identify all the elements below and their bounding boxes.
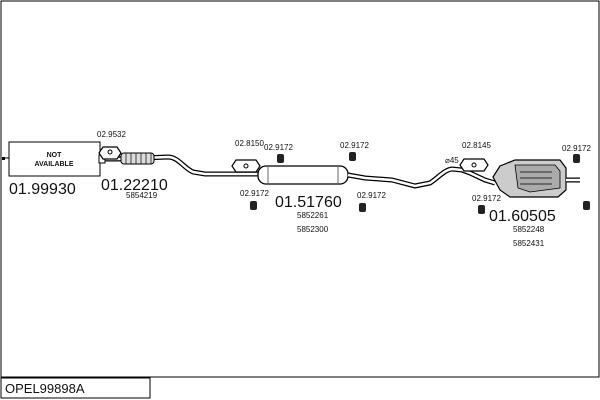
middle-flange-icon: [231, 159, 261, 173]
hanger-middle-c-label: 02.9172: [240, 189, 269, 198]
rubber-hanger-icon: [573, 154, 580, 163]
hanger-rear-b-label: 02.9172: [472, 194, 501, 203]
rear-flange-icon: [459, 158, 489, 172]
hanger-middle-a-label: 02.9172: [264, 143, 293, 152]
middle-silencer: [248, 165, 463, 189]
rear-oe-number-2: 5852431: [513, 239, 545, 248]
diagram-title: OPEL99898A: [5, 381, 85, 396]
flange-front-label: 02.9532: [97, 130, 126, 139]
flange-rear-label: 02.8145: [462, 141, 491, 150]
front-pipe: [103, 152, 248, 177]
middle-oe-number-1: 5852261: [297, 211, 329, 220]
not-available-box: [8, 141, 101, 177]
title-box: [0, 377, 151, 399]
rubber-hanger-icon: [359, 203, 366, 212]
rear-oe-number-1: 5852248: [513, 225, 545, 234]
front-part-number: 01.99930: [9, 181, 76, 198]
diagram-frame: [0, 0, 600, 378]
pipe-part-number: 01.22210: [101, 177, 168, 194]
connector-dot: [2, 157, 5, 160]
rubber-hanger-icon: [250, 201, 257, 210]
diameter-label: ⌀45: [445, 156, 459, 165]
flange-middle-label: 02.8150: [235, 139, 264, 148]
pipe-oe-number: 5854219: [126, 191, 158, 200]
middle-oe-number-2: 5852300: [297, 225, 329, 234]
rubber-hanger-icon: [277, 154, 284, 163]
rubber-hanger-icon: [583, 201, 590, 210]
hanger-rear-a-label: 02.9172: [562, 144, 591, 153]
hanger-middle-d-label: 02.9172: [357, 191, 386, 200]
rubber-hanger-icon: [478, 205, 485, 214]
not-available-line1: NOT: [47, 152, 63, 159]
hanger-middle-b-label: 02.9172: [340, 141, 369, 150]
middle-part-number: 01.51760: [275, 194, 342, 211]
rear-part-number: 01.60505: [489, 208, 556, 225]
rubber-hanger-icon: [349, 152, 356, 161]
not-available-line2: AVAILABLE: [34, 161, 73, 168]
front-flange-icon: [98, 146, 122, 164]
